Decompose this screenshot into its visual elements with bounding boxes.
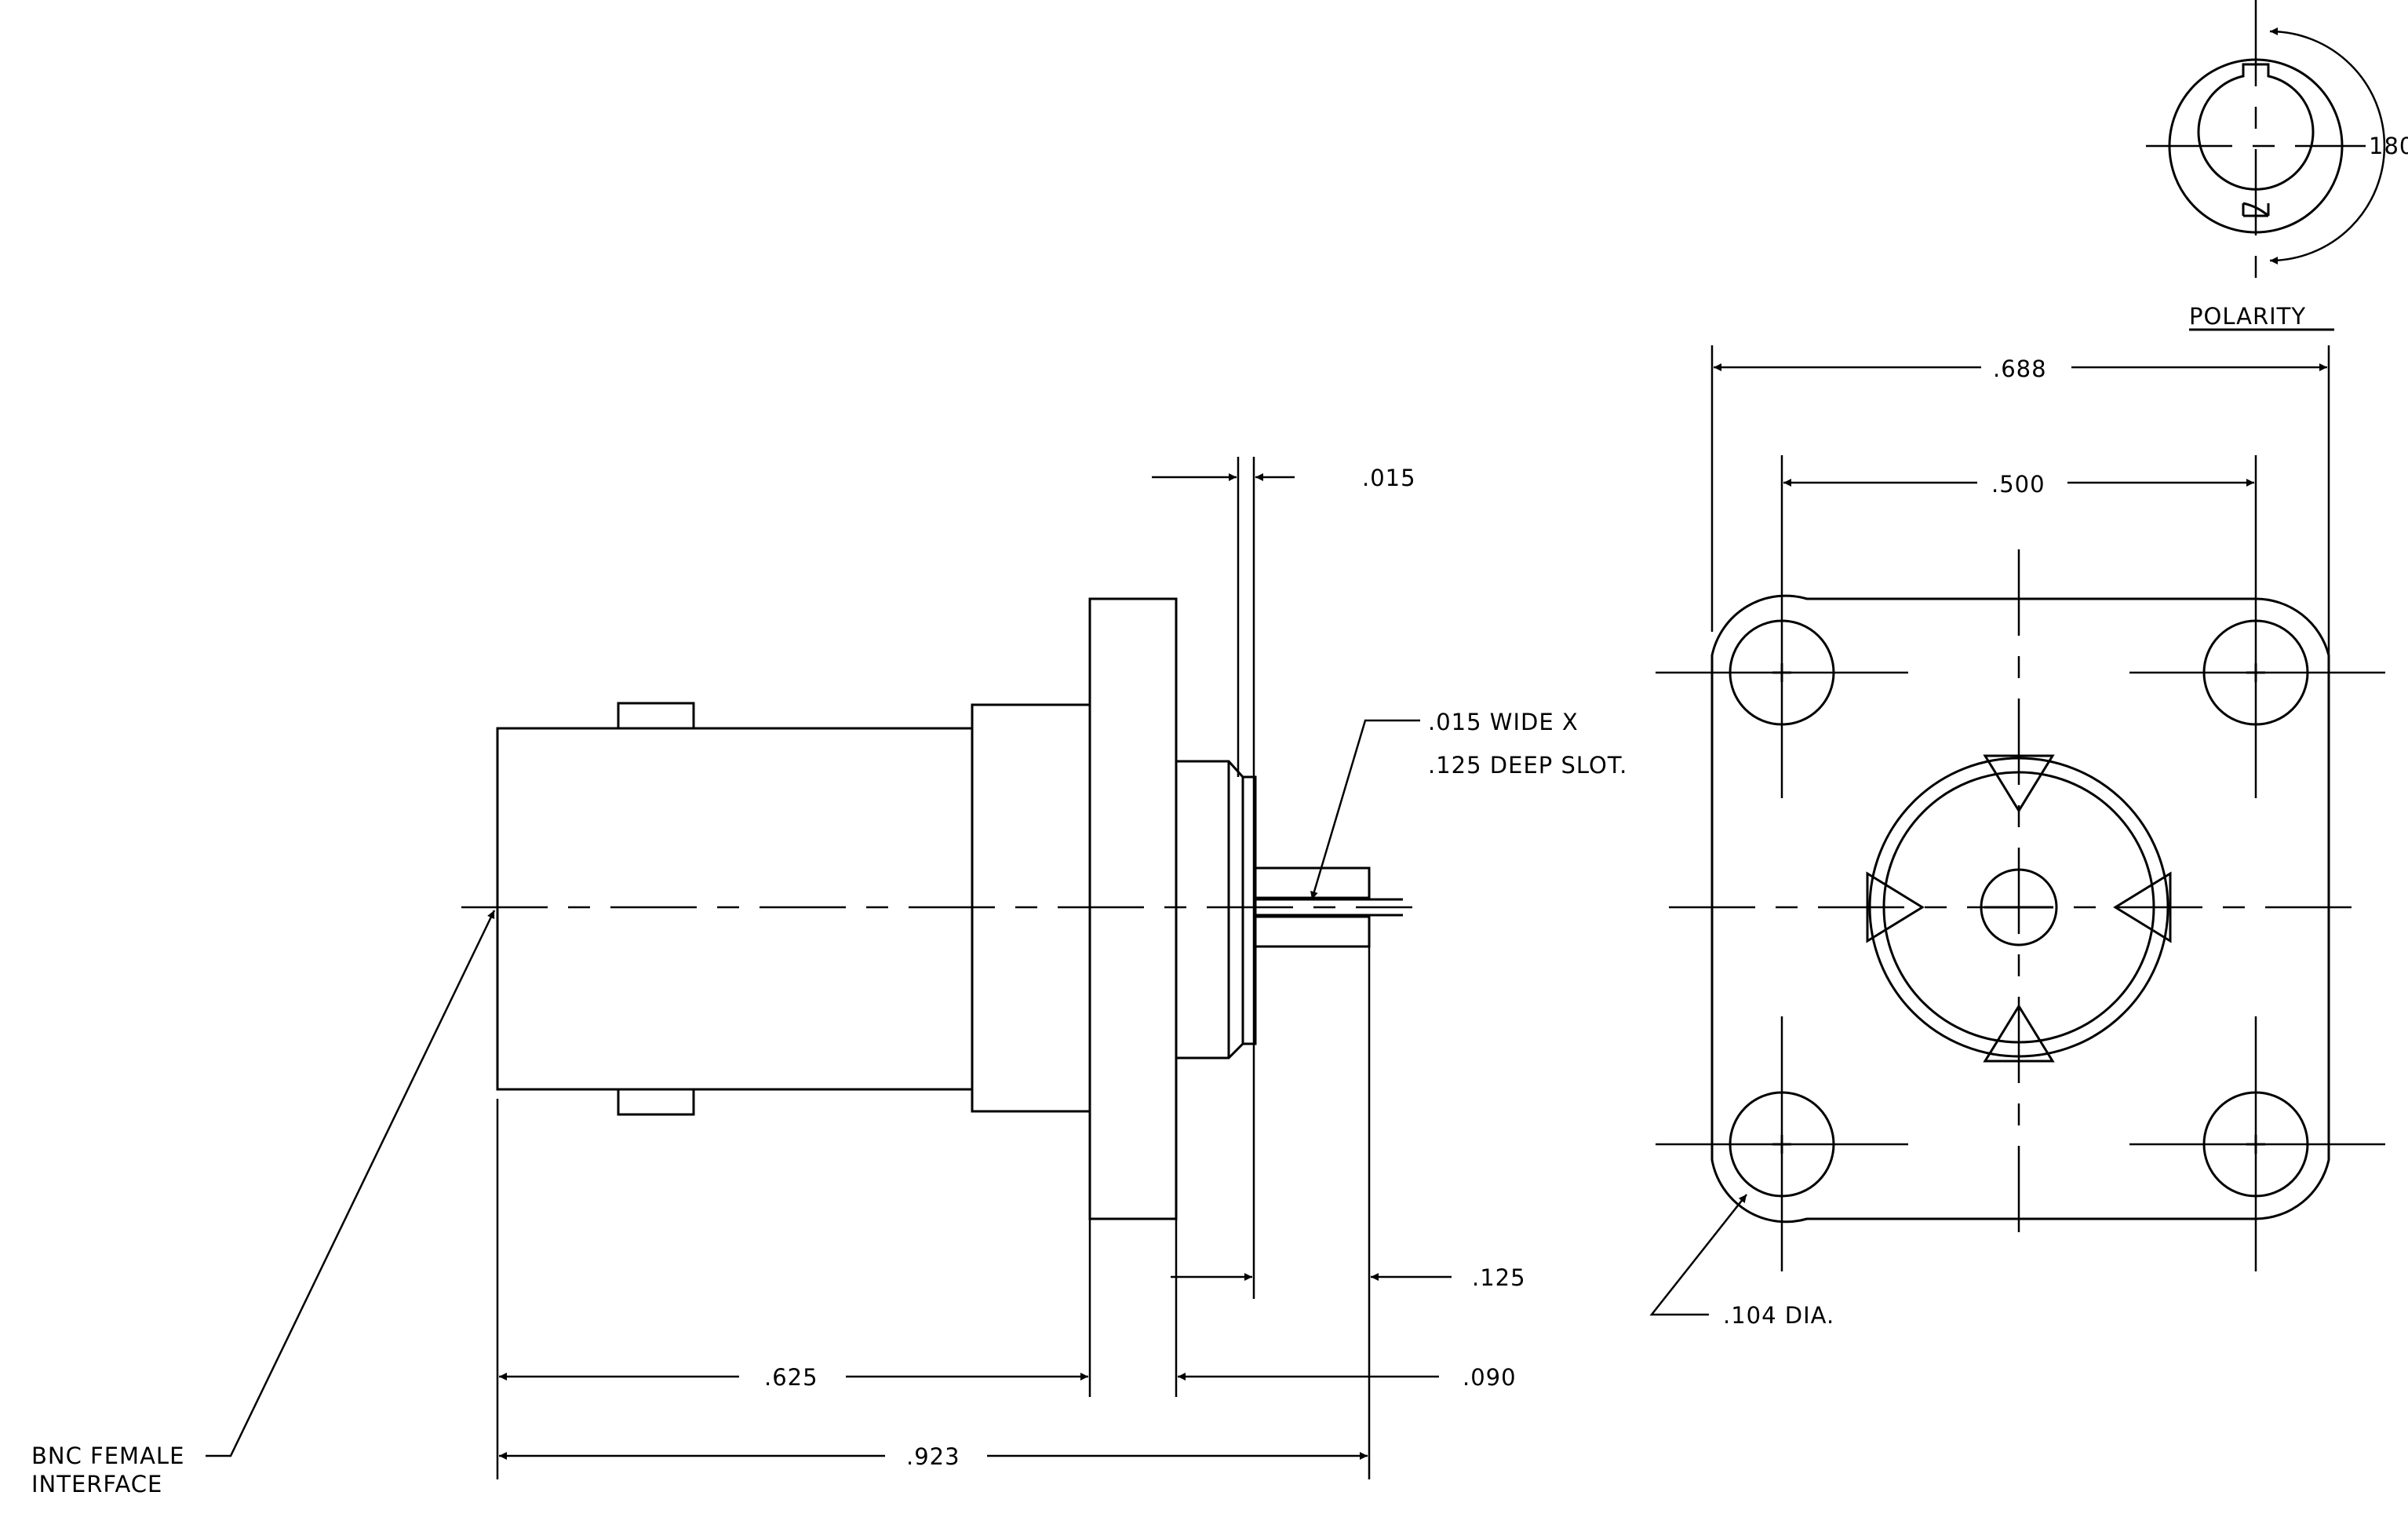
slot-leader	[1310, 719, 1420, 900]
dim-923-label: .923	[906, 1443, 960, 1470]
bnc-note-line2: INTERFACE	[31, 1471, 162, 1497]
side-view: .015 .015 WIDE X .125 DEEP SLOT. .125 .6…	[31, 457, 1627, 1497]
center-contact	[1980, 868, 2058, 947]
slot-note-line1: .015 WIDE X	[1428, 709, 1579, 735]
dim-500-label: .500	[1991, 471, 2046, 498]
key-triangle-top	[1983, 754, 2055, 813]
dim-090-label: .090	[1463, 1364, 1517, 1391]
bayonet-stud-bottom	[617, 1088, 695, 1116]
slot-note-line2: .125 DEEP SLOT.	[1428, 752, 1627, 779]
dim-104-label: .104 DIA.	[1723, 1302, 1834, 1329]
polarity-rotation-arrow	[2269, 27, 2386, 264]
mounting-flange	[1088, 597, 1178, 1220]
contact-pin-lower	[1254, 915, 1371, 948]
contact-pin-upper	[1254, 866, 1371, 899]
polarity-keyed-insert	[2197, 63, 2315, 191]
polarity-angle-label: 180°	[2369, 133, 2408, 159]
front-view: .688 .500 .104 DIA.	[1649, 345, 2385, 1329]
key-triangle-bottom	[1983, 1004, 2055, 1063]
bayonet-stud-top	[617, 702, 695, 730]
dim-125-label: .125	[1472, 1264, 1526, 1291]
dim-688-label: .688	[1993, 356, 2047, 382]
bnc-leader	[206, 910, 496, 1457]
key-triangle-left	[1866, 871, 1925, 943]
front-flange-outline	[1710, 594, 2330, 1224]
connector-face-inner	[1882, 771, 2155, 1044]
hole-dia-leader	[1649, 1194, 1747, 1316]
bnc-note-line1: BNC FEMALE	[31, 1443, 184, 1469]
dim-625-label: .625	[764, 1364, 818, 1391]
dim-015-label: .015	[1362, 465, 1416, 491]
polarity-view: 180° POLARITY	[2146, 0, 2408, 331]
key-triangle-right	[2113, 871, 2172, 943]
connector-body	[496, 727, 974, 1091]
connector-face-outer	[1868, 757, 2169, 1058]
polarity-title: POLARITY	[2189, 303, 2306, 330]
